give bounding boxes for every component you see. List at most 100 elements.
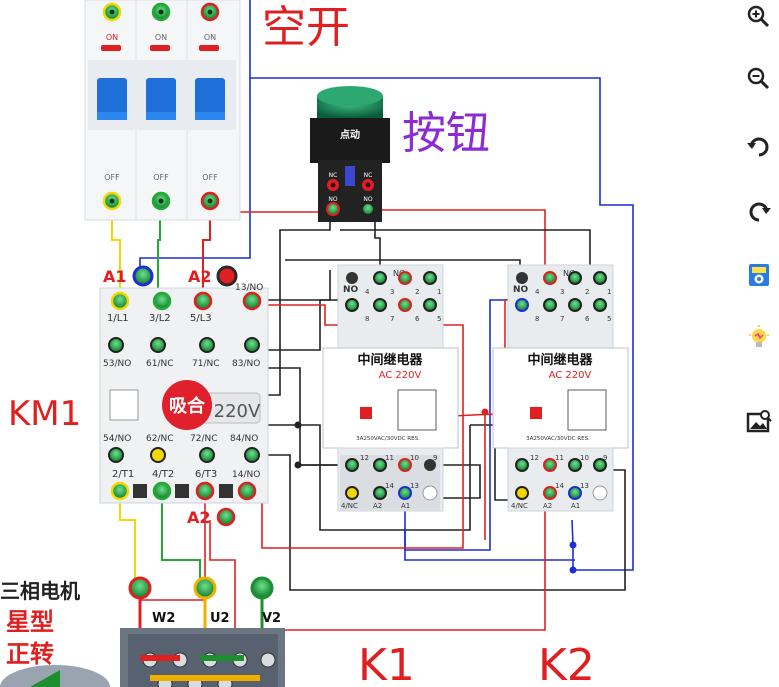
k1-a2-label: A2 [373,502,382,510]
contactor-voltage: 220V [214,401,261,422]
k2-a1-label: A1 [571,502,580,510]
k1-b1-10: 10 [410,454,419,462]
k1-mid-num-5: 5 [437,315,441,323]
k2-b2-13: 13 [580,482,589,490]
km1-term-61nc: 61/NC [146,359,174,369]
k1-top-num-1: 1 [437,288,441,296]
image-icon[interactable] [742,405,776,439]
k2-no-label: NO [513,285,529,295]
relay-k2[interactable]: 中间继电器 AC 220V 3A250VAC/30VDC RES. NC NO … [492,264,629,512]
k1-b2-13: 13 [410,482,419,490]
breaker-on-label-1: ON [106,33,118,42]
km1-term-62nc: 62/NC [146,434,174,444]
push-button[interactable]: 点动 NC NC NO NO [310,86,390,222]
button-no-label-a: NO [328,196,337,203]
motor-phase-u2: U2 [210,611,230,626]
km1-term-5l3: 5/L3 [190,313,212,324]
k2-b1-9: 9 [603,454,607,462]
contactor-status-badge: 吸合 [169,395,206,417]
km1-term-13no: 13/NO [235,283,263,293]
breaker-on-label-2: ON [155,33,167,42]
k1-mid-num-7: 7 [390,315,394,323]
zoom-in-icon[interactable] [742,0,776,34]
k2-b1-10: 10 [580,454,589,462]
k1-top-terminals[interactable] [345,271,437,312]
breaker-on-label-3: ON [204,33,216,42]
k2-b1-11: 11 [555,454,564,462]
breaker-off-label-3: OFF [202,173,218,182]
breaker-top-terminals[interactable] [102,2,220,22]
meter-icon[interactable] [742,258,776,292]
zoom-out-icon[interactable] [742,62,776,96]
k2-top-num-3: 3 [560,288,564,296]
km1-term-1l1: 1/L1 [107,313,129,324]
label-k1: K1 [358,640,415,687]
side-toolbar [742,0,779,440]
breaker-switch-3[interactable] [195,78,225,116]
k2-bottom-terminals[interactable] [515,458,608,501]
k1-a1-label: A1 [401,502,410,510]
k2-top-num-4: 4 [535,288,540,296]
k1-mid-num-6: 6 [415,315,420,323]
breaker-bottom-terminals[interactable] [102,191,220,211]
k2-title: 中间继电器 [527,352,593,368]
k1-no-label: NO [343,285,359,295]
k2-a2-label: A2 [543,502,552,510]
k1-nc-label: NC [393,269,405,278]
motor-mode: 星型 [6,608,54,636]
motor[interactable]: 三相电机 星型 正转 W2 U2 V2 [0,576,285,687]
km1-term-14no: 14/NO [232,470,260,480]
undo-icon[interactable] [742,130,776,164]
button-no-label-b: NO [363,196,372,203]
k2-top-num-1: 1 [607,288,611,296]
k2-b1-12: 12 [530,454,539,462]
redo-icon[interactable] [742,195,776,229]
button-cap-label: 点动 [340,128,360,141]
km1-term-72nc: 72/NC [190,434,218,444]
k1-mid-num-8: 8 [365,315,369,323]
k2-mid-num-6: 6 [585,315,590,323]
km1-term-71nc: 71/NC [192,359,220,369]
bulb-icon[interactable] [742,320,776,354]
motor-direction: 正转 [6,640,54,668]
breaker-title: 空开 [262,2,350,53]
k2-top-num-2: 2 [585,288,589,296]
button-nc-label-b: NC [364,172,373,179]
button-title: 按钮 [402,108,490,159]
k1-top-num-2: 2 [415,288,419,296]
breaker-switch-2[interactable] [146,78,176,116]
breaker-switch-1[interactable] [97,78,127,116]
k2-mid-num-5: 5 [607,315,611,323]
km1-term-53no: 53/NO [103,359,131,369]
k2-top-terminals[interactable] [515,271,607,312]
k1-spec: 3A250VAC/30VDC RES. [356,436,420,442]
km1-term-3l2: 3/L2 [149,313,171,324]
k2-voltage: AC 220V [549,370,592,381]
label-km1: KM1 [8,394,81,434]
k1-top-num-3: 3 [390,288,394,296]
contactor-km1[interactable]: 220V 吸合 A1 A2 1/L1 3/L2 5/L3 13/NO 53/NO… [99,265,269,527]
k2-spec: 3A250VAC/30VDC RES. [526,436,590,442]
k1-b1-12: 12 [360,454,369,462]
motor-phase-v2: V2 [262,611,281,626]
k1-b2-14: 14 [385,482,394,490]
km1-term-83no: 83/NO [232,359,260,369]
km1-term-2t1: 2/T1 [112,469,134,480]
k1-b1-11: 11 [385,454,394,462]
k2-b2-14: 14 [555,482,564,490]
km1-term-84no: 84/NO [230,434,258,444]
relay-k1[interactable]: 中间继电器 AC 220V 3A250VAC/30VDC RES. NC NO … [322,264,459,512]
k2-b2-4nc: 4/NC [511,502,528,510]
k1-b1-9: 9 [433,454,437,462]
contactor-a2-bottom-label: A2 [187,508,211,527]
breaker-off-label-1: OFF [104,173,120,182]
k1-b2-4nc: 4/NC [341,502,358,510]
circuit-breaker[interactable]: ON ON ON OFF OFF OFF [84,0,241,221]
k1-title: 中间继电器 [357,352,423,368]
breaker-off-label-2: OFF [153,173,169,182]
k1-top-num-4: 4 [365,288,370,296]
label-k2: K2 [538,640,595,687]
k1-bottom-terminals[interactable] [345,458,438,501]
km1-term-4t2: 4/T2 [152,469,174,480]
